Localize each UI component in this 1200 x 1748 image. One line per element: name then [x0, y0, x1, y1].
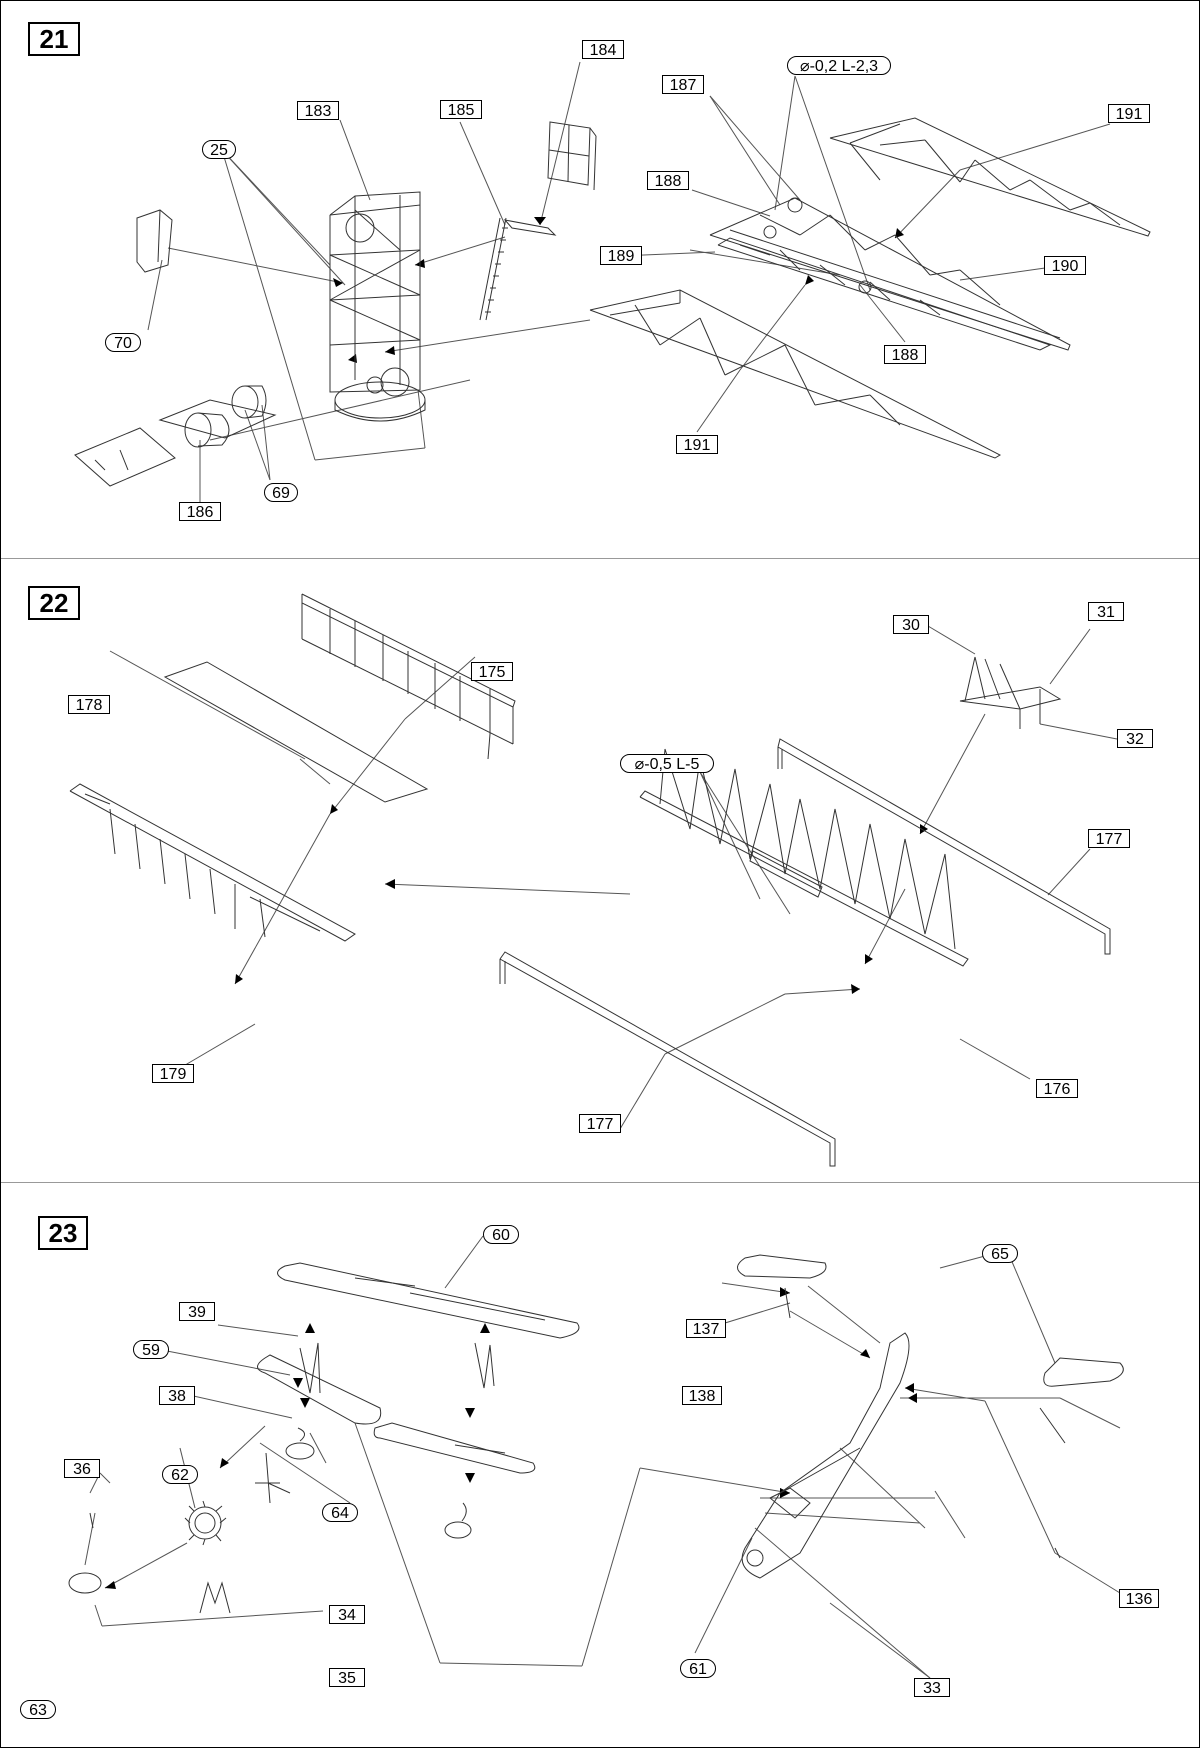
label-179: 179 — [152, 1064, 194, 1083]
plate-178 — [165, 662, 427, 802]
part-35 — [200, 1583, 230, 1613]
label-175: 175 — [471, 662, 513, 681]
crane-tower — [330, 192, 425, 421]
rail-177-top — [778, 739, 1110, 954]
part-70-block — [137, 210, 172, 272]
nose-63 — [69, 1513, 101, 1593]
top-wing-65 — [738, 1255, 1124, 1386]
step-23-drawing — [0, 1183, 1200, 1747]
step-21-leaders — [148, 62, 1110, 502]
label-35: 35 — [329, 1668, 365, 1687]
engine-62 — [185, 1501, 226, 1545]
step-21-drawing — [0, 0, 1200, 558]
label-69: 69 — [264, 483, 298, 502]
hull-fuselage — [742, 1333, 909, 1578]
label-188-lower: 188 — [884, 345, 926, 364]
truss-176 — [640, 749, 968, 966]
rail-177-bottom — [500, 952, 835, 1166]
label-136: 136 — [1119, 1589, 1159, 1608]
step-23-arrows — [105, 1287, 917, 1589]
label-38: 38 — [159, 1386, 195, 1405]
truss-179 — [70, 784, 355, 941]
parts-137-138 — [785, 1288, 1065, 1558]
step-22-drawing — [0, 559, 1200, 1182]
panel-186 — [75, 428, 175, 486]
window-184 — [548, 122, 596, 190]
label-36: 36 — [64, 1459, 100, 1478]
truss-175 — [302, 594, 515, 759]
label-39: 39 — [179, 1302, 215, 1321]
divider-1 — [0, 558, 1200, 559]
upper-wing-60 — [278, 1263, 579, 1338]
label-32: 32 — [1117, 729, 1153, 748]
label-183: 183 — [297, 101, 339, 120]
label-65: 65 — [982, 1244, 1018, 1263]
lights-69 — [160, 386, 275, 447]
label-177-bottom: 177 — [579, 1114, 621, 1133]
label-186: 186 — [179, 502, 221, 521]
wire-spec-label: ⌀-0,2 L-2,3 — [787, 56, 891, 75]
step-21-panel: 21 — [0, 0, 1200, 558]
propeller-34 — [255, 1453, 290, 1503]
label-184: 184 — [582, 40, 624, 59]
ladder-185 — [480, 218, 555, 320]
step-23-leaders — [85, 1236, 1120, 1678]
label-176: 176 — [1036, 1079, 1078, 1098]
bracket-30-32 — [960, 657, 1060, 729]
label-188-upper: 188 — [647, 171, 689, 190]
step-21-arrows — [333, 217, 904, 363]
divider-2 — [0, 1182, 1200, 1183]
label-177-top: 177 — [1088, 829, 1130, 848]
label-178: 178 — [68, 695, 110, 714]
step-22-number: 22 — [28, 586, 80, 620]
label-60: 60 — [483, 1225, 519, 1244]
label-137: 137 — [686, 1319, 726, 1338]
label-59: 59 — [133, 1340, 169, 1359]
step-22-arrows — [235, 804, 928, 994]
label-34: 34 — [329, 1605, 365, 1624]
label-190: 190 — [1044, 256, 1086, 275]
boom-191-lower — [590, 290, 1000, 458]
step-23-number: 23 — [38, 1216, 88, 1250]
float-64 — [286, 1428, 471, 1538]
wire-spec-label: ⌀-0,5 L-5 — [620, 754, 714, 773]
label-25: 25 — [202, 140, 236, 159]
label-30: 30 — [893, 615, 929, 634]
step-21-number: 21 — [28, 22, 80, 56]
label-185: 185 — [440, 100, 482, 119]
label-191-lower: 191 — [676, 435, 718, 454]
label-191-upper: 191 — [1108, 104, 1150, 123]
struts-39 — [300, 1343, 494, 1393]
label-31: 31 — [1088, 602, 1124, 621]
label-187: 187 — [662, 75, 704, 94]
boom-187-190 — [710, 198, 1070, 350]
lower-wing-59 — [258, 1355, 535, 1473]
label-138: 138 — [682, 1386, 722, 1405]
step-22-leaders — [110, 626, 1117, 1129]
label-189: 189 — [600, 246, 642, 265]
step-23-panel: 23 — [0, 1183, 1200, 1747]
label-64: 64 — [322, 1503, 358, 1522]
step-22-panel: 22 — [0, 559, 1200, 1182]
boom-189 — [718, 238, 1050, 350]
label-61: 61 — [680, 1659, 716, 1678]
label-63: 63 — [20, 1700, 56, 1719]
label-33: 33 — [914, 1678, 950, 1697]
label-62: 62 — [162, 1465, 198, 1484]
boom-191-upper — [830, 118, 1150, 236]
label-70: 70 — [105, 333, 141, 352]
